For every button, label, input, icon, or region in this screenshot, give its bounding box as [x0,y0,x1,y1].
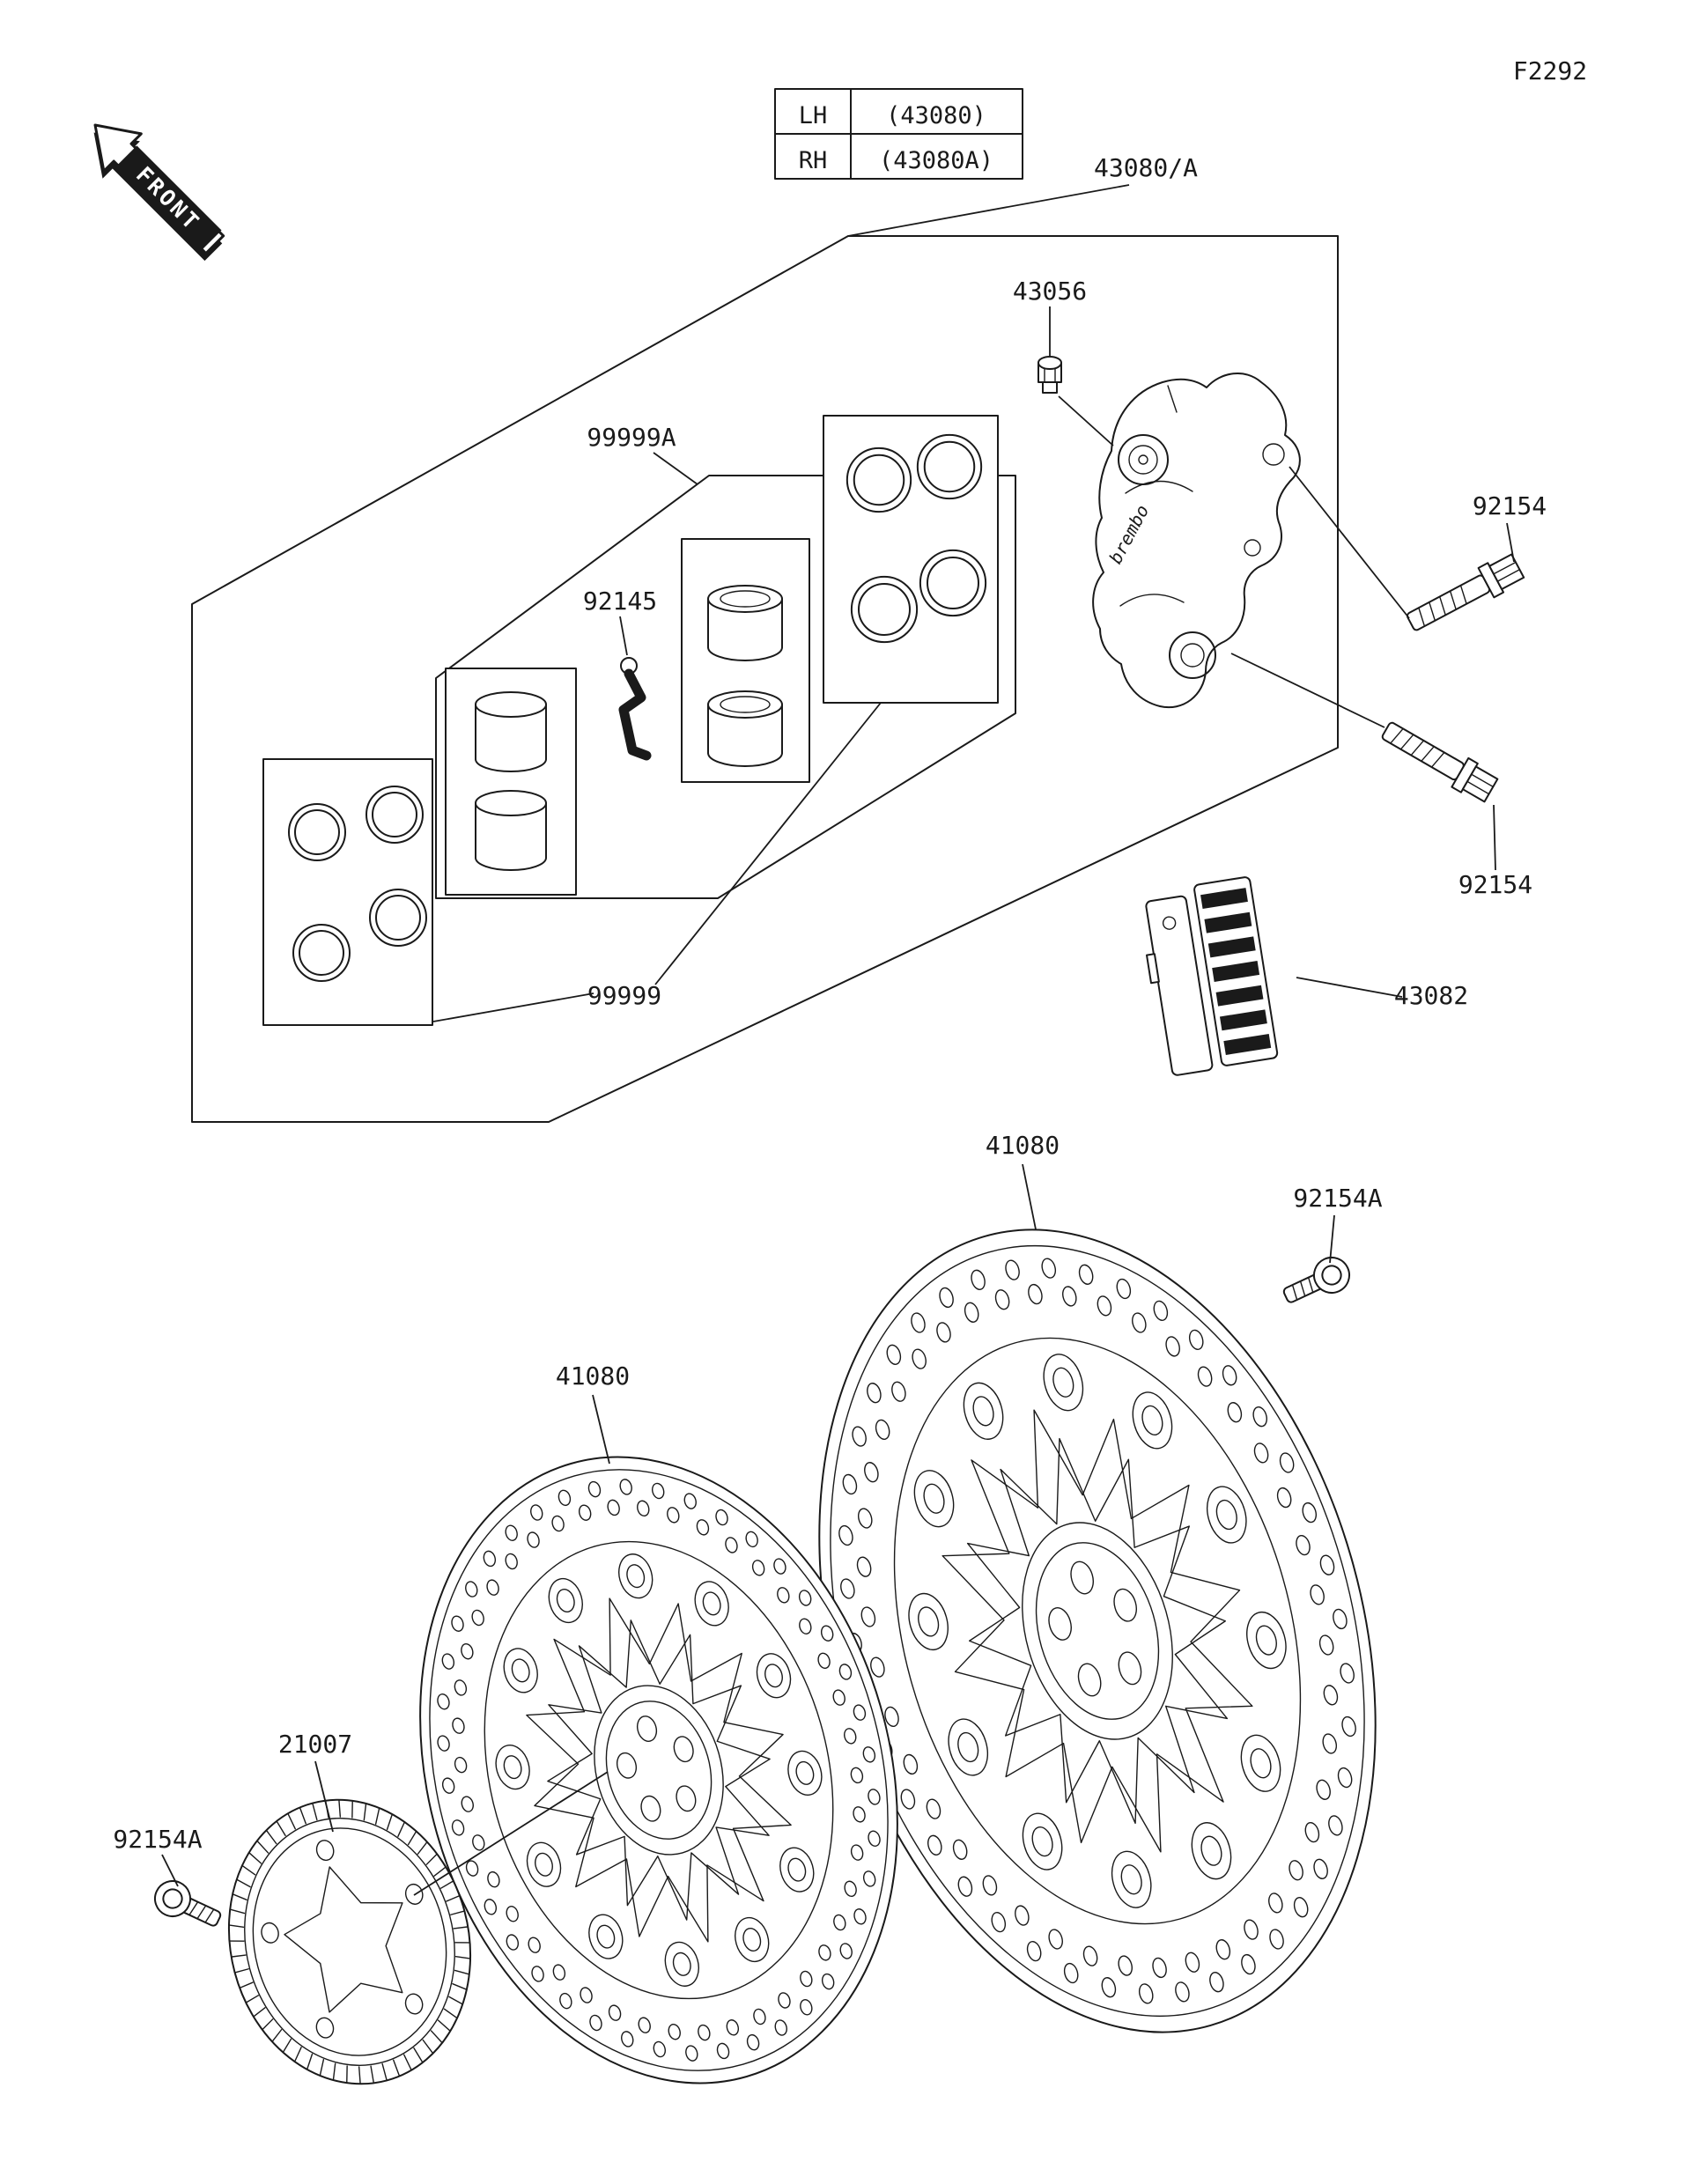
oring-large-box [823,416,998,703]
leader-lines [161,184,1515,1896]
label-disc-left: 41080 [556,1361,630,1391]
seal-kit-a-outline-box [436,476,1015,898]
label-disc-right: 41080 [986,1131,1060,1160]
part-labels: F2292 43080/A 43056 99999A 92145 92154 9… [113,56,1587,1854]
label-sensor-ring: 21007 [278,1730,352,1759]
table-cell-ref-lh: (43080) [886,102,986,129]
label-caliper-bolt-upper: 92154 [1473,491,1547,520]
front-arrow-label: FRONT [131,162,205,236]
label-seal-kit-a: 99999A [587,423,676,452]
lh-rh-table: LH (43080) RH (43080A) [775,89,1023,179]
caliper-bolt-lower [1376,713,1501,807]
label-seal-kit: 99999 [587,981,661,1010]
label-bleed-valve: 43056 [1013,277,1087,306]
label-caliper-assembly: 43080/A [1094,153,1198,182]
bleed-valve [1038,357,1061,393]
disc-bolt-left [148,1874,227,1937]
table-cell-ref-rh: (43080A) [879,147,993,174]
brake-pads [1137,876,1278,1077]
label-brake-pads: 43082 [1394,981,1468,1010]
oring-kit-box [263,759,432,1025]
table-cell-side-rh: RH [799,147,828,174]
label-disc-bolt-left: 92154A [113,1825,202,1854]
label-caliper-bolt-lower: 92154 [1458,870,1532,899]
front-direction-arrow: FRONT [93,123,225,262]
label-disc-bolt-right: 92154A [1293,1184,1382,1213]
caliper-bushings [708,586,782,766]
brake-caliper: brembo [1093,373,1300,707]
caliper-pistons [476,692,546,870]
pad-spring [618,658,652,761]
caliper-bolt-upper [1401,550,1527,639]
label-pad-spring: 92145 [583,587,657,616]
table-cell-side-lh: LH [799,102,828,129]
figure-code: F2292 [1513,56,1587,85]
disc-bolt-right [1277,1251,1356,1314]
